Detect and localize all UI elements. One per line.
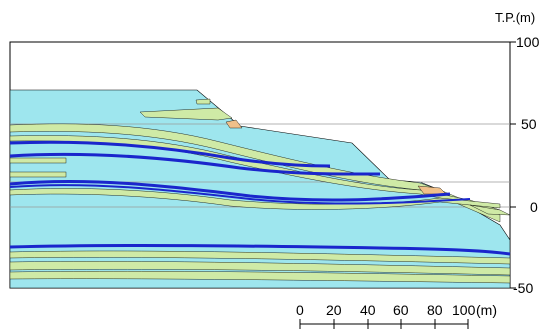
sand-lens	[9, 157, 67, 164]
axis-tick-label: -50	[513, 280, 534, 296]
sand-lens	[469, 204, 511, 216]
scale-label: 40	[360, 302, 376, 318]
scale-label: 80	[427, 302, 443, 318]
sand-band-deep-1	[9, 250, 511, 265]
scale-label: 0	[296, 302, 304, 318]
sand-band-upper	[9, 123, 501, 223]
clay-band-4	[9, 184, 471, 205]
clay-band-deep	[9, 243, 511, 256]
sand-band-deep-3	[9, 271, 511, 284]
scale-label: 100	[452, 302, 476, 318]
sand-band-lower	[9, 188, 501, 210]
clay-band-1	[9, 140, 331, 168]
axis-tick-label: 50	[521, 116, 537, 132]
sand-band-deep-2	[9, 261, 511, 276]
axis-tick-label: 100	[516, 34, 540, 50]
sand-lens	[139, 107, 233, 121]
orange-lens	[225, 119, 243, 129]
scale-unit: (m)	[476, 302, 497, 318]
clay-band-3	[9, 180, 451, 202]
clay-band-2	[9, 152, 381, 176]
sand-lens	[9, 171, 67, 178]
axis-title: T.P.(m)	[495, 10, 536, 25]
axis-tick-label: 0	[530, 199, 538, 215]
scale-label: 60	[393, 302, 409, 318]
sand-lens	[195, 98, 211, 105]
scale-label: 20	[326, 302, 342, 318]
